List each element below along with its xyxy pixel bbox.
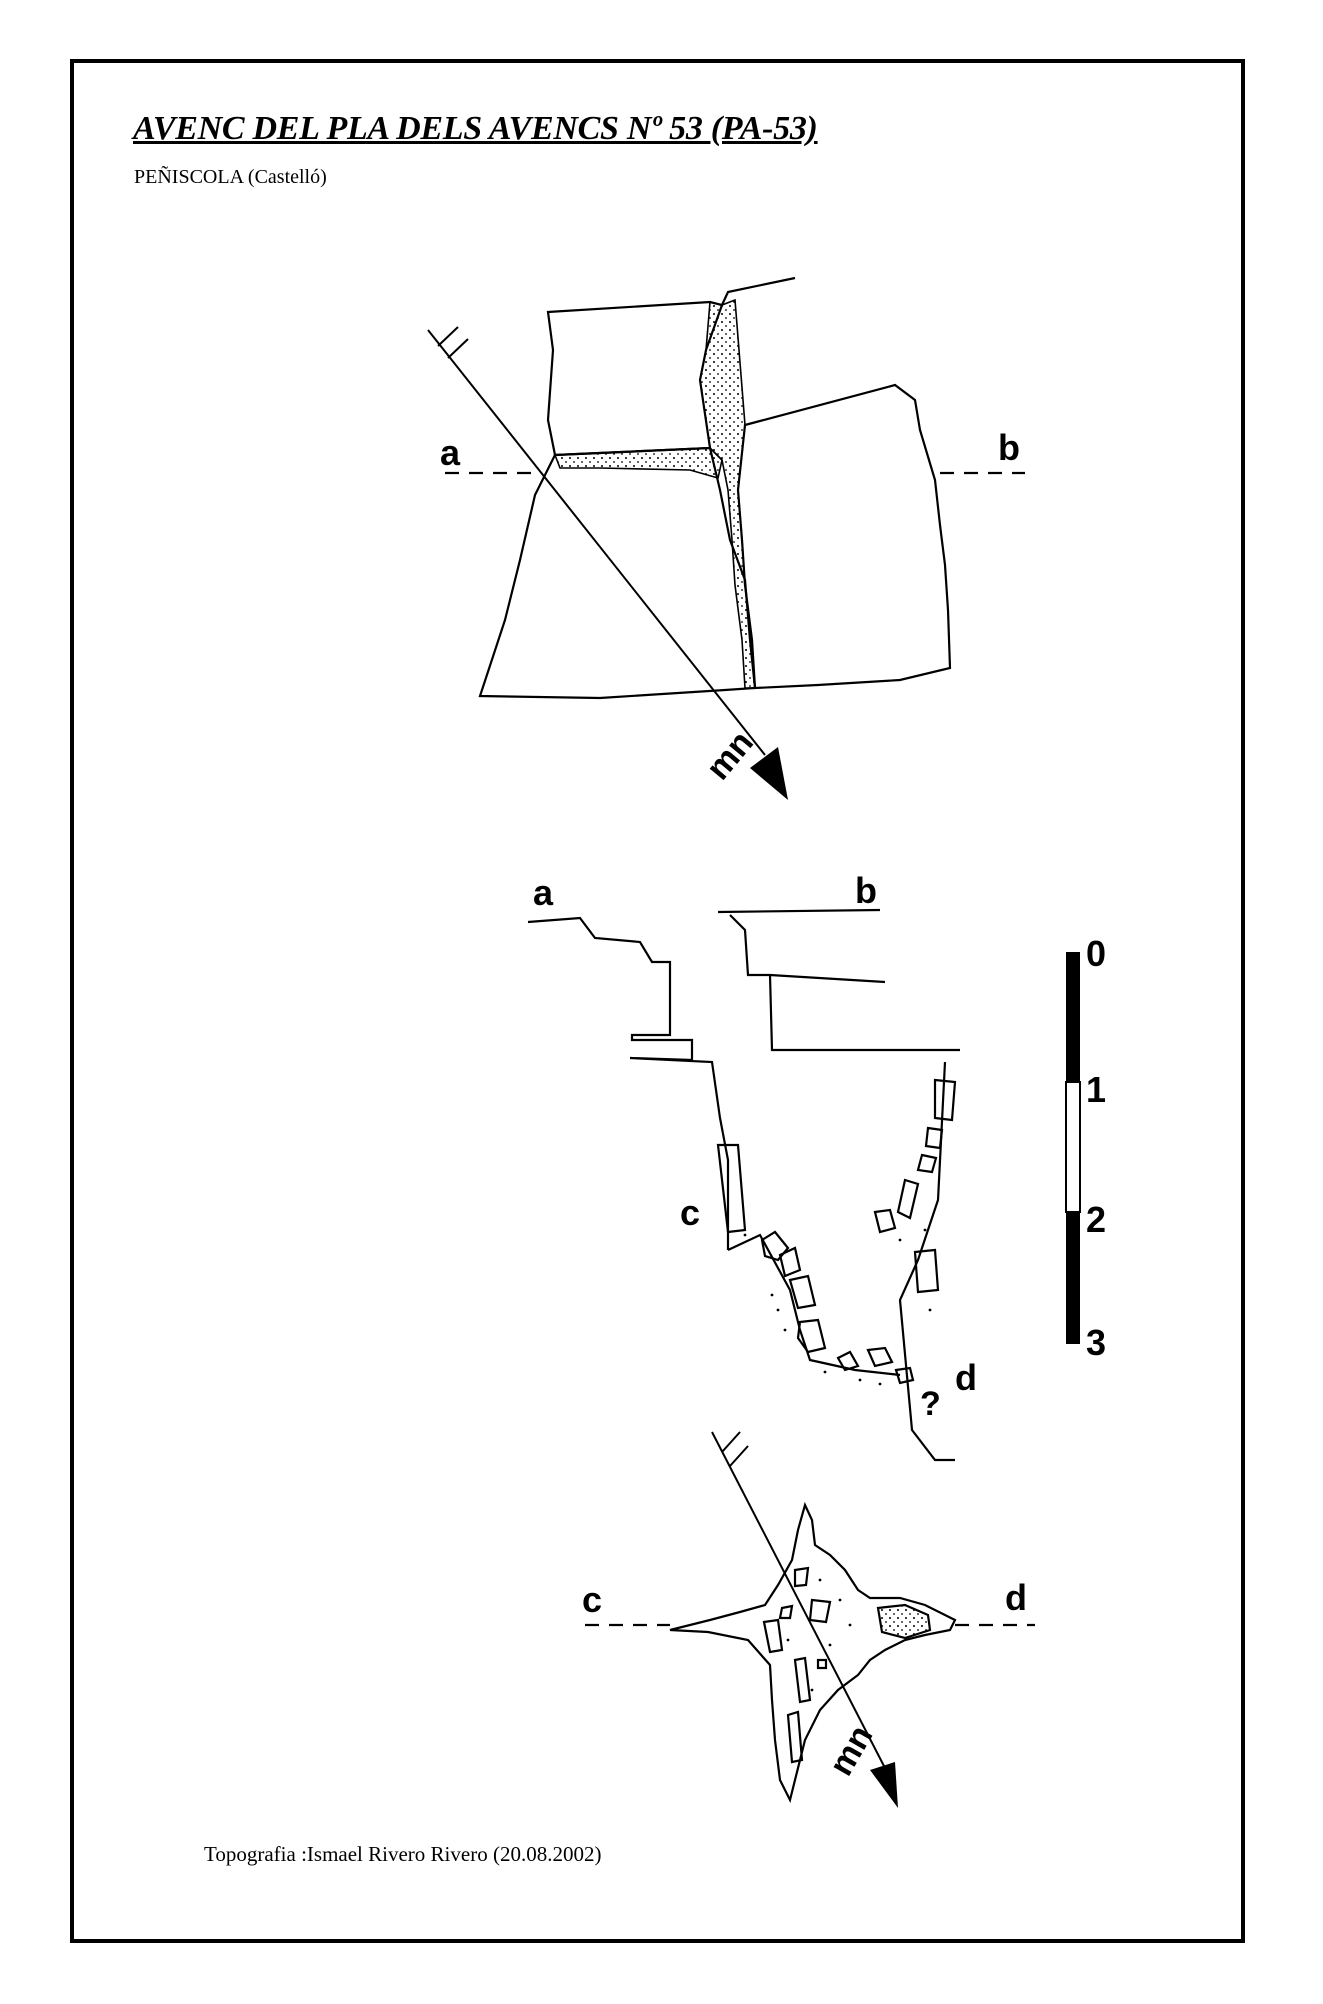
north-label-lower: mn [822,1719,880,1782]
lower-rock-4 [762,1618,784,1654]
scale-segment-black-1 [1066,952,1080,1082]
plan-outline-top-spur [721,276,796,306]
section-label-c-lower: c [582,1579,602,1620]
boulder-9 [933,1078,957,1122]
boulder-13 [873,1208,897,1234]
section-wall-right-3 [768,974,960,1052]
section-label-b-upper: b [998,427,1020,468]
scale-segment-white [1065,1081,1081,1213]
page-title: AVENC DEL PLA DELS AVENCS Nº 53 (PA-53) [133,110,818,147]
north-tick-1 [437,326,459,347]
north-arrow-head-lower [870,1762,898,1808]
section-wall-right-lower [898,1061,955,1462]
section-label-d: d [955,1357,977,1398]
lower-stippled-rock [876,1603,932,1640]
north-line-upper [427,329,766,756]
page-frame [70,59,1245,1943]
section-wall-right [717,908,881,914]
plan-outline-right [736,383,952,690]
north-tick-lower-1 [721,1431,741,1453]
section-label-b: b [855,870,877,911]
boulder-4 [788,1274,817,1310]
boulder-11 [916,1153,938,1174]
vertical-section-view [527,908,960,1462]
boulder-3 [778,1246,802,1278]
scale-bar [1065,952,1081,1344]
north-tick-lower-2 [729,1445,749,1467]
scale-tick-3: 3 [1086,1322,1106,1363]
scale-tick-1: 1 [1086,1069,1106,1110]
section-floor-stipple [743,1228,932,1386]
north-arrow-head-upper [750,747,788,800]
lower-rock-5 [793,1656,812,1704]
north-tick-2 [447,338,469,359]
lower-rock-7 [816,1658,828,1670]
boulder-10 [924,1126,944,1150]
lower-rock-3 [778,1604,794,1620]
section-wall-left [527,916,730,1250]
survey-credit: Topografia :Ismael Rivero Rivero (20.08.… [204,1842,602,1866]
fissure-vertical [699,298,756,689]
upper-plan-view [427,276,1025,756]
page-subtitle: PEÑISCOLA (Castelló) [134,166,327,188]
boulder-6 [836,1350,860,1372]
boulder-1 [716,1143,747,1234]
lower-plan-outline [669,1501,957,1804]
boulder-14 [913,1248,940,1294]
lower-plan-stipple [786,1578,852,1692]
scale-tick-0: 0 [1086,933,1106,974]
lower-rock-1 [793,1566,810,1588]
boulder-5 [796,1318,827,1354]
plan-outline-upper-left [546,300,724,457]
north-line-lower [711,1431,886,1769]
lower-plan-view [585,1431,1035,1804]
boulder-12 [896,1178,920,1220]
section-label-a: a [533,872,554,913]
section-unknown-mark: ? [920,1385,941,1423]
section-wall-right-2 [729,914,886,984]
plan-outline-lower-left [478,446,757,700]
section-label-d-lower: d [1005,1577,1027,1618]
boulder-8 [894,1366,915,1385]
lower-rock-6 [786,1710,804,1764]
north-label-upper: mn [699,724,761,787]
lower-rock-2 [808,1598,832,1624]
section-label-a-upper: a [440,432,461,473]
boulder-7 [866,1346,894,1368]
scale-segment-black-2 [1066,1212,1080,1344]
section-label-c: c [680,1192,700,1233]
fissure-horizontal [553,447,723,480]
scale-tick-2: 2 [1086,1199,1106,1240]
